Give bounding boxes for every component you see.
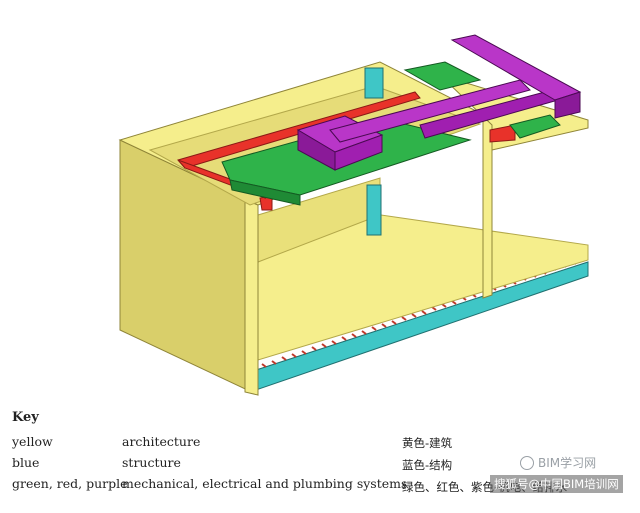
- legend-meaning-label: mechanical, electrical and plumbing syst…: [122, 476, 408, 491]
- legend-key: Key yellow architecture blue structure g…: [12, 410, 407, 494]
- building-section-diagram: [118, 34, 589, 396]
- legend-title: Key: [12, 410, 39, 425]
- center-column-structure: [366, 184, 382, 236]
- legend-color-label: yellow: [12, 434, 53, 449]
- legend-row: blue structure: [12, 452, 402, 473]
- chinese-legend-row: 蓝色-结构: [402, 458, 453, 472]
- red-pipe-right: [489, 124, 516, 143]
- legend-meaning-label: architecture: [122, 434, 201, 449]
- watermark-secondary: 搜狐号@中国BIM培训网: [490, 475, 623, 493]
- green-duct-upper: [403, 61, 482, 91]
- right-partition-wall: [482, 117, 493, 299]
- watermark-text: BIM学习网: [538, 456, 597, 470]
- top-column-structure: [364, 67, 384, 99]
- green-duct-right: [509, 114, 561, 139]
- legend-color-label: green, red, purple: [12, 476, 128, 491]
- legend-meaning-label: structure: [122, 455, 181, 470]
- left-wall-side: [244, 199, 259, 396]
- green-duct-front: [229, 179, 301, 206]
- legend-row: green, red, purple mechanical, electrica…: [12, 473, 407, 494]
- watermark: BIM学习网: [520, 454, 596, 471]
- purple-duct-front-block-face: [334, 134, 383, 171]
- legend-color-label: blue: [12, 455, 40, 470]
- chinese-legend-row: 黄色-建筑: [402, 436, 453, 450]
- legend-row: yellow architecture: [12, 431, 402, 452]
- purple-duct-top-face: [554, 91, 581, 119]
- wechat-icon: [520, 456, 534, 470]
- purple-duct-run: [329, 79, 531, 143]
